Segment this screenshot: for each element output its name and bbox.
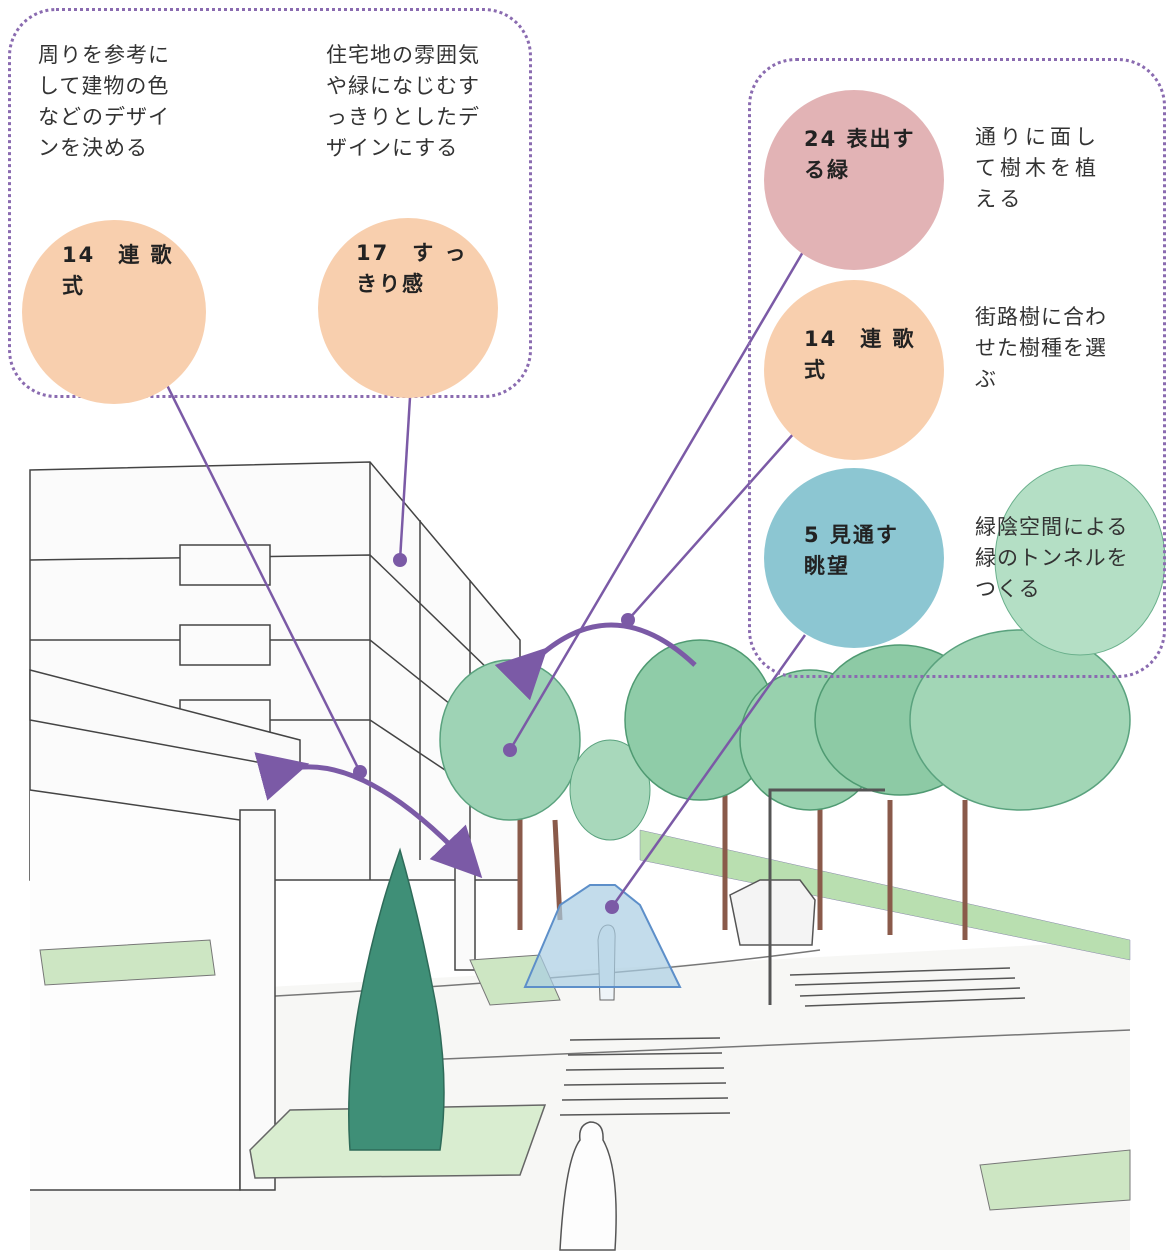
circle-renga-style: 14 連 歌 式 xyxy=(22,220,206,404)
crosswalk-right xyxy=(789,967,1026,1007)
planter-left xyxy=(39,939,216,986)
circle-label: 24 表出す る緑 xyxy=(804,127,916,182)
circle-label: 14 連 歌 式 xyxy=(804,327,916,382)
pedestrian-foreground xyxy=(559,1121,617,1251)
leader-dots xyxy=(353,553,635,914)
note-building-color: 周りを参考に して建物の色 などのデザイ ンを決める xyxy=(38,43,170,160)
arrow-building-color xyxy=(254,752,483,879)
circle-label: 14 連 歌 式 xyxy=(62,243,174,298)
circle-label: 17 す っ きり感 xyxy=(356,241,468,296)
circle-renga-style: 14 連 歌 式 xyxy=(764,280,944,460)
leader-lines xyxy=(150,239,812,908)
planter-right xyxy=(979,1149,1131,1211)
lamp-post xyxy=(768,788,885,1005)
group-box-building-design xyxy=(8,8,532,398)
conifer-tree xyxy=(348,847,445,1151)
crosswalk-center xyxy=(559,1037,731,1116)
arrow-tree-tunnel xyxy=(494,622,697,701)
circle-label: 5 見通す 眺望 xyxy=(804,523,899,578)
view-direction-arrow xyxy=(523,884,682,988)
note-green-tunnel: 緑陰空間による 緑のトンネルを つくる xyxy=(975,515,1129,601)
group-box-street-greenery xyxy=(748,58,1166,678)
note-simple-design: 住宅地の雰囲気 や緑になじむす っきりとしたデ ザインにする xyxy=(326,43,480,160)
circle-exposed-greenery: 24 表出す る緑 xyxy=(764,90,944,270)
circle-clean-look: 17 す っ きり感 xyxy=(318,218,498,398)
circle-view-corridor: 5 見通す 眺望 xyxy=(764,468,944,648)
road-edge xyxy=(419,1029,1131,1061)
note-plant-trees: 通りに面し て樹木を植 える xyxy=(975,125,1100,211)
parked-car xyxy=(729,879,816,946)
note-tree-species: 街路樹に合わ せた樹種を選 ぶ xyxy=(975,305,1107,391)
hedge-right xyxy=(639,829,1131,961)
